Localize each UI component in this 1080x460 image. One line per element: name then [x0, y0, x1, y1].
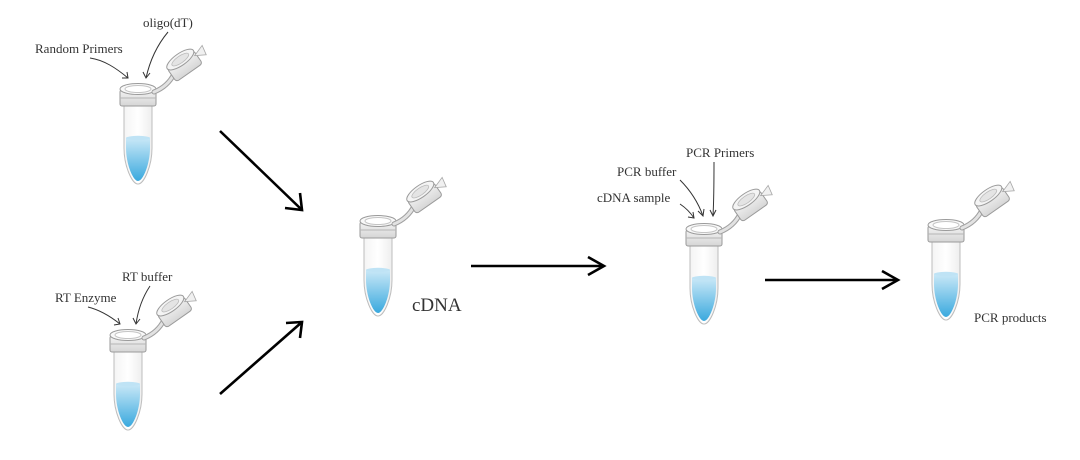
arrow-rt-to-cdna	[219, 320, 304, 395]
label-rt-buffer-group: RT buffer	[122, 269, 173, 325]
leader-pcr-primers	[712, 161, 715, 217]
tube-primers	[120, 40, 211, 184]
label-rt-enzyme-group: RT Enzyme	[55, 290, 121, 326]
arrow-pcr-to-products	[765, 269, 901, 291]
label-rt-enzyme: RT Enzyme	[55, 290, 117, 305]
label-oligo-dt-group: oligo(dT)	[142, 15, 193, 79]
tube-pcr-products	[928, 176, 1019, 320]
label-random-primers-group: Random Primers	[35, 41, 129, 79]
leader-rt-enzyme	[87, 306, 121, 325]
label-oligo-dt: oligo(dT)	[143, 15, 193, 30]
leader-random-primers	[89, 57, 129, 79]
label-pcr-primers-group: PCR Primers	[686, 145, 754, 218]
label-pcr-buffer: PCR buffer	[617, 164, 677, 179]
leader-cdna-sample	[679, 203, 695, 219]
leader-oligo-dt	[145, 31, 169, 79]
tube-pcr-mix	[686, 180, 777, 324]
label-pcr-primers: PCR Primers	[686, 145, 754, 160]
label-random-primers: Random Primers	[35, 41, 123, 56]
leader-rt-buffer	[135, 285, 151, 325]
tube-rt-mix	[110, 286, 201, 430]
label-rt-buffer: RT buffer	[122, 269, 173, 284]
label-pcr-buffer-group: PCR buffer	[617, 164, 705, 218]
arrow-cdna-to-pcr	[471, 255, 607, 277]
leader-pcr-buffer	[679, 179, 704, 217]
label-cdna: cDNA	[412, 295, 462, 316]
label-pcr-products: PCR products	[974, 310, 1047, 325]
arrow-primers-to-cdna	[219, 130, 304, 212]
label-cdna-sample: cDNA sample	[597, 190, 671, 205]
label-cdna-sample-group: cDNA sample	[597, 190, 695, 219]
